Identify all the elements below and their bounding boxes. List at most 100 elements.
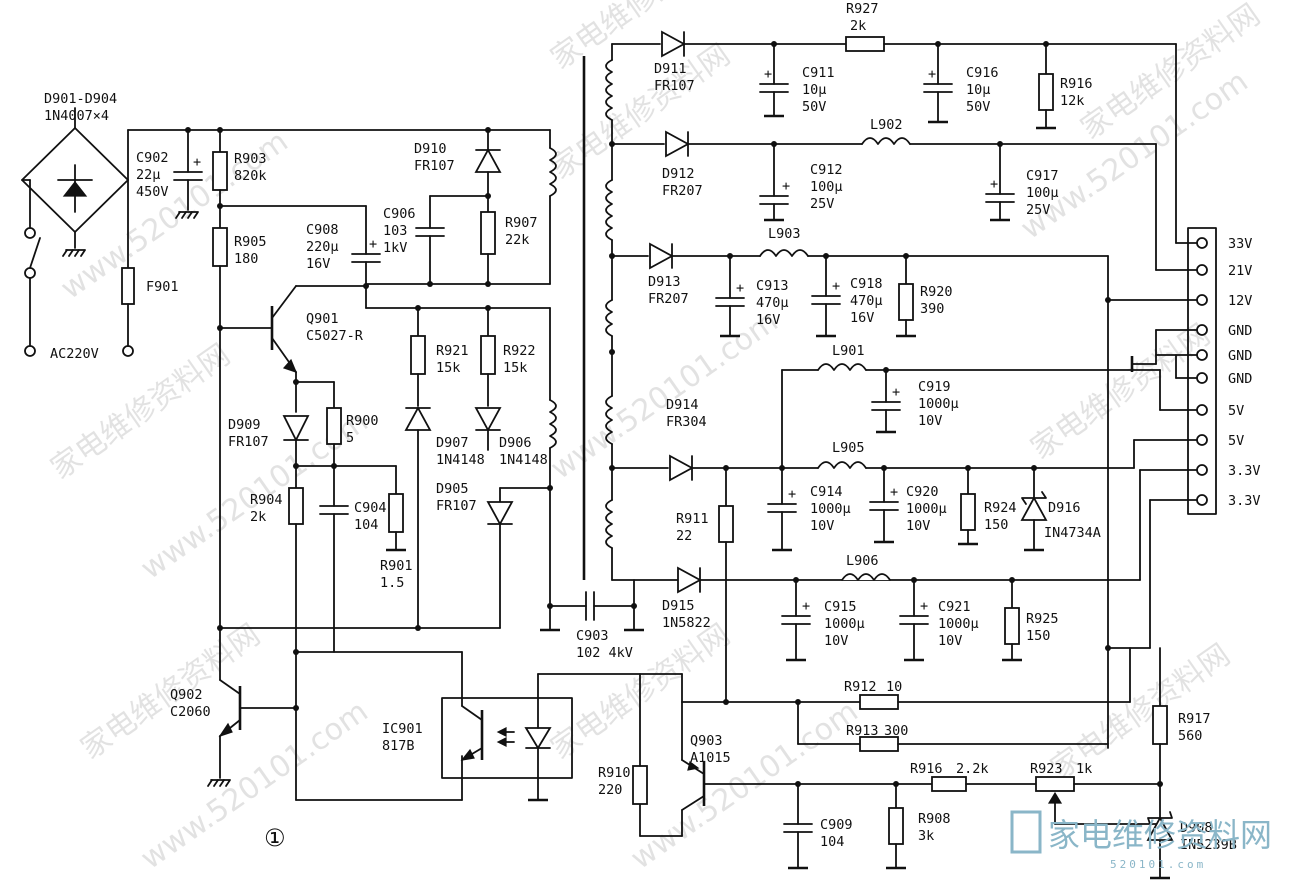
svg-text:+: + bbox=[764, 66, 772, 82]
q903-value: A1015 bbox=[690, 750, 731, 766]
d905-label: D905 bbox=[436, 481, 469, 497]
q901-value: C5027-R bbox=[306, 328, 364, 344]
connector-pin-label: GND bbox=[1228, 323, 1252, 339]
svg-text:+: + bbox=[802, 598, 810, 614]
q901-label: Q901 bbox=[306, 311, 339, 327]
d915-label: D915 bbox=[662, 598, 695, 614]
c918-volt: 16V bbox=[850, 310, 874, 326]
d912-label: D912 bbox=[662, 166, 695, 182]
c921-cap: 1000μ bbox=[938, 616, 979, 632]
r900-label: R900 bbox=[346, 413, 379, 429]
connector-pin bbox=[1196, 494, 1208, 506]
c915-label: C915 bbox=[824, 599, 857, 615]
c908-volt: 16V bbox=[306, 256, 330, 272]
r924-value: 150 bbox=[984, 517, 1008, 533]
r920-label: R920 bbox=[920, 284, 953, 300]
d910-label: D910 bbox=[414, 141, 447, 157]
connector-pin-label: 3.3V bbox=[1228, 493, 1261, 509]
d907-label: D907 bbox=[436, 435, 469, 451]
connector-pin bbox=[1196, 349, 1208, 361]
c921-label: C921 bbox=[938, 599, 971, 615]
c904-label: C904 bbox=[354, 500, 387, 516]
d905-value: FR107 bbox=[436, 498, 477, 514]
c918-cap: 470μ bbox=[850, 293, 883, 309]
connector-pin bbox=[1196, 237, 1208, 249]
d913-label: D913 bbox=[648, 274, 681, 290]
connector-pin-label: GND bbox=[1228, 348, 1252, 364]
d910-value: FR107 bbox=[414, 158, 455, 174]
r912-label: R912 bbox=[844, 679, 877, 695]
d909-label: D909 bbox=[228, 417, 261, 433]
l906-label: L906 bbox=[846, 553, 879, 569]
r910-label: R910 bbox=[598, 765, 631, 781]
r908-label: R908 bbox=[918, 811, 951, 827]
r913-value: 300 bbox=[884, 723, 908, 739]
r900-value: 5 bbox=[346, 430, 354, 446]
r916a-value: 12k bbox=[1060, 93, 1084, 109]
r920-value: 390 bbox=[920, 301, 944, 317]
svg-text:+: + bbox=[788, 486, 796, 502]
c912-volt: 25V bbox=[810, 196, 834, 212]
r904-label: R904 bbox=[250, 492, 283, 508]
svg-text:+: + bbox=[832, 278, 840, 294]
r903-label: R903 bbox=[234, 151, 267, 167]
r925-label: R925 bbox=[1026, 611, 1059, 627]
connector-pin-label: 5V bbox=[1228, 403, 1244, 419]
r911-label: R911 bbox=[676, 511, 709, 527]
figure-marker: ① bbox=[264, 824, 286, 852]
svg-text:+: + bbox=[928, 66, 936, 82]
r904-value: 2k bbox=[250, 509, 266, 525]
c912-label: C912 bbox=[810, 162, 843, 178]
d901-label: D901-D904 bbox=[44, 91, 117, 107]
c920-cap: 1000μ bbox=[906, 501, 947, 517]
c916-label: C916 bbox=[966, 65, 999, 81]
c918-label: C918 bbox=[850, 276, 883, 292]
connector-pin bbox=[1196, 294, 1208, 306]
ac-input-label: AC220V bbox=[50, 346, 99, 362]
d916-value: IN4734A bbox=[1044, 525, 1101, 541]
r907-value: 22k bbox=[505, 232, 529, 248]
svg-text:+: + bbox=[369, 236, 377, 252]
svg-text:+: + bbox=[782, 178, 790, 194]
r907-label: R907 bbox=[505, 215, 538, 231]
c902-label: C902 bbox=[136, 150, 169, 166]
c921-volt: 10V bbox=[938, 633, 962, 649]
r917-value: 560 bbox=[1178, 728, 1202, 744]
connector-pin bbox=[1196, 264, 1208, 276]
r916b-value: 2.2k bbox=[956, 761, 989, 777]
connector-pin-label: 21V bbox=[1228, 263, 1252, 279]
connector-pin-label: 12V bbox=[1228, 293, 1252, 309]
c913-volt: 16V bbox=[756, 312, 780, 328]
svg-text:+: + bbox=[990, 176, 998, 192]
r908-value: 3k bbox=[918, 828, 934, 844]
r925-value: 150 bbox=[1026, 628, 1050, 644]
r916a-label: R916 bbox=[1060, 76, 1093, 92]
ic901-label: IC901 bbox=[382, 721, 423, 737]
r917-label: R917 bbox=[1178, 711, 1211, 727]
svg-text:+: + bbox=[890, 484, 898, 500]
f901-label: F901 bbox=[146, 279, 179, 295]
connector-pin-label: 33V bbox=[1228, 236, 1252, 252]
watermark-logo: 家电维修资料网 520101.com bbox=[1010, 810, 1272, 871]
r922-label: R922 bbox=[503, 343, 536, 359]
r903-value: 820k bbox=[234, 168, 267, 184]
r905-label: R905 bbox=[234, 234, 267, 250]
connector-pin bbox=[1196, 404, 1208, 416]
l901-label: L901 bbox=[832, 343, 865, 359]
c908-label: C908 bbox=[306, 222, 339, 238]
c912-cap: 100μ bbox=[810, 179, 843, 195]
d901-value: 1N4007×4 bbox=[44, 108, 109, 124]
svg-text:+: + bbox=[736, 280, 744, 296]
r923-value: 1k bbox=[1076, 761, 1092, 777]
q902-value: C2060 bbox=[170, 704, 211, 720]
watermark-logo-text: 家电维修资料网 bbox=[1048, 816, 1272, 854]
d911-label: D911 bbox=[654, 61, 687, 77]
watermark-url: www.520101.com bbox=[545, 304, 785, 487]
r901-label: R901 bbox=[380, 558, 413, 574]
connector-pin bbox=[1196, 324, 1208, 336]
r916b-label: R916 bbox=[910, 761, 943, 777]
c906-label: C906 bbox=[383, 206, 416, 222]
bridge-rectifier: D901-D904 1N4007×4 bbox=[21, 91, 129, 257]
d909-value: FR107 bbox=[228, 434, 269, 450]
